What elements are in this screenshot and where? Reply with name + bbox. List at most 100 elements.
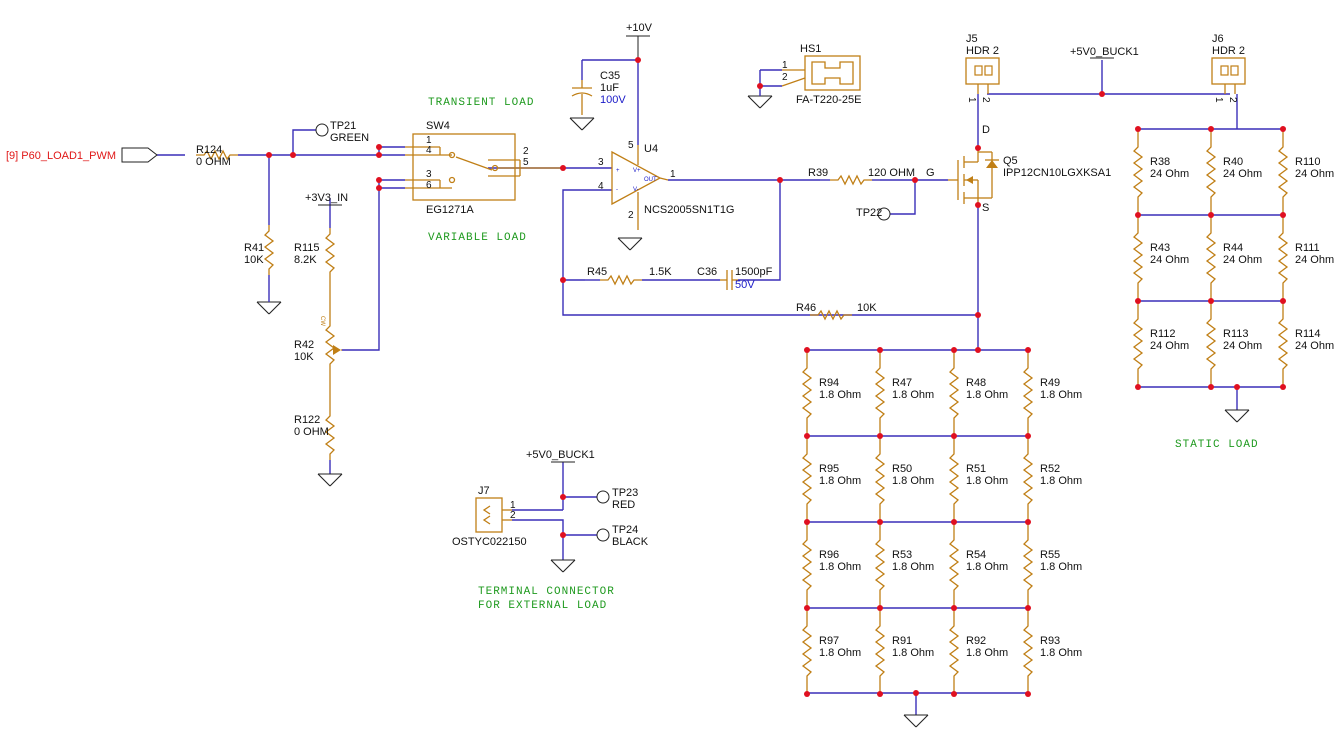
junction-dot bbox=[877, 605, 883, 611]
resistor-r41 bbox=[264, 224, 274, 276]
heatsink-hs1 bbox=[781, 55, 861, 91]
r111-value: 24 Ohm bbox=[1295, 254, 1334, 266]
junction-dot bbox=[951, 605, 957, 611]
junction-dot bbox=[804, 347, 810, 353]
junction-dot bbox=[951, 519, 957, 525]
u4-vplus: V+ bbox=[633, 168, 641, 174]
r91-value: 1.8 Ohm bbox=[892, 647, 934, 659]
junction-dot bbox=[1025, 347, 1031, 353]
hs1-ref: HS1 bbox=[800, 43, 821, 55]
u4-pin3: 3 bbox=[598, 157, 604, 168]
header-j6[interactable] bbox=[1211, 57, 1246, 94]
resistor-r39 bbox=[829, 175, 873, 185]
junction-dot bbox=[877, 519, 883, 525]
r51-value: 1.8 Ohm bbox=[966, 475, 1008, 487]
title-terminal-line2: FOR EXTERNAL LOAD bbox=[478, 600, 607, 612]
r113-value: 24 Ohm bbox=[1223, 340, 1262, 352]
mosfet-q5[interactable] bbox=[948, 148, 999, 205]
r49-ref: R49 bbox=[1040, 377, 1060, 389]
q5-ref: Q5 bbox=[1003, 155, 1018, 167]
sw4-pin1: 1 bbox=[426, 135, 432, 146]
r110-value: 24 Ohm bbox=[1295, 168, 1334, 180]
j5-ref: J5 bbox=[966, 33, 978, 45]
junction-dot bbox=[1280, 384, 1286, 390]
r122-value: 0 OHM bbox=[294, 426, 329, 438]
sw4-pin6: 6 bbox=[426, 180, 432, 191]
j6-pin1: 1 bbox=[1213, 97, 1224, 103]
junction-dot bbox=[951, 691, 957, 697]
u4-value: NCS2005SN1T1G bbox=[644, 204, 735, 216]
r54-ref: R54 bbox=[966, 549, 986, 561]
r41-value: 10K bbox=[244, 254, 264, 266]
j7-ref: J7 bbox=[478, 485, 490, 497]
resistor-r115 bbox=[325, 227, 335, 279]
net-5v0-bottom: +5V0_BUCK1 bbox=[526, 449, 595, 461]
q5-value: IPP12CN10LGXKSA1 bbox=[1003, 167, 1111, 179]
j7-value: OSTYC022150 bbox=[452, 536, 527, 548]
c35-ref: C35 bbox=[600, 70, 620, 82]
r111-ref: R111 bbox=[1295, 242, 1320, 254]
j7-pin1: 1 bbox=[510, 500, 516, 511]
r112-value: 24 Ohm bbox=[1150, 340, 1189, 352]
junction-dot bbox=[877, 433, 883, 439]
r48-value: 1.8 Ohm bbox=[966, 389, 1008, 401]
junction-dot bbox=[804, 605, 810, 611]
r53-value: 1.8 Ohm bbox=[892, 561, 934, 573]
junction-dot bbox=[1135, 298, 1141, 304]
r42-cw-mark: CW bbox=[319, 316, 325, 326]
r114-value: 24 Ohm bbox=[1295, 340, 1334, 352]
r124-value: 0 OHM bbox=[196, 156, 231, 168]
r39-ref: R39 bbox=[808, 167, 828, 179]
j5-value: HDR 2 bbox=[966, 45, 999, 57]
tp23-testpoint bbox=[596, 490, 610, 504]
r95-value: 1.8 Ohm bbox=[819, 475, 861, 487]
junction-dot bbox=[877, 691, 883, 697]
u4-vminus: V- bbox=[633, 187, 639, 193]
opamp-u4[interactable] bbox=[611, 145, 669, 230]
r93-ref: R93 bbox=[1040, 635, 1060, 647]
header-j5[interactable] bbox=[965, 57, 1000, 94]
r43-value: 24 Ohm bbox=[1150, 254, 1189, 266]
connector-j7[interactable] bbox=[475, 497, 512, 533]
j5-pin1: 1 bbox=[966, 97, 977, 103]
tp22-ref: TP22 bbox=[856, 207, 882, 219]
switch-sw4[interactable] bbox=[405, 133, 563, 201]
r42-ref: R42 bbox=[294, 339, 314, 351]
r91-ref: R91 bbox=[892, 635, 912, 647]
r94-ref: R94 bbox=[819, 377, 839, 389]
u4-ref: U4 bbox=[644, 143, 658, 155]
j6-ref: J6 bbox=[1212, 33, 1224, 45]
r38-value: 24 Ohm bbox=[1150, 168, 1189, 180]
r96-value: 1.8 Ohm bbox=[819, 561, 861, 573]
r52-value: 1.8 Ohm bbox=[1040, 475, 1082, 487]
r54-value: 1.8 Ohm bbox=[966, 561, 1008, 573]
sw4-pin3: 3 bbox=[426, 169, 432, 180]
junction-dot bbox=[1208, 298, 1214, 304]
r52-ref: R52 bbox=[1040, 463, 1060, 475]
r94-value: 1.8 Ohm bbox=[819, 389, 861, 401]
tp21-value: GREEN bbox=[330, 132, 369, 144]
components bbox=[121, 35, 1250, 728]
input-net-label: [9] P60_LOAD1_PWM bbox=[6, 150, 116, 162]
r44-value: 24 Ohm bbox=[1223, 254, 1262, 266]
c36-ref: C36 bbox=[697, 266, 717, 278]
tp24-value: BLACK bbox=[612, 536, 649, 548]
title-terminal-line1: TERMINAL CONNECTOR bbox=[478, 586, 615, 598]
hs1-pin1: 1 bbox=[782, 60, 788, 71]
r40-ref: R40 bbox=[1223, 156, 1243, 168]
potentiometer-r42[interactable] bbox=[325, 319, 342, 371]
r95-ref: R95 bbox=[819, 463, 839, 475]
net-5v0-top: +5V0_BUCK1 bbox=[1070, 46, 1139, 58]
junction-dot bbox=[1025, 433, 1031, 439]
